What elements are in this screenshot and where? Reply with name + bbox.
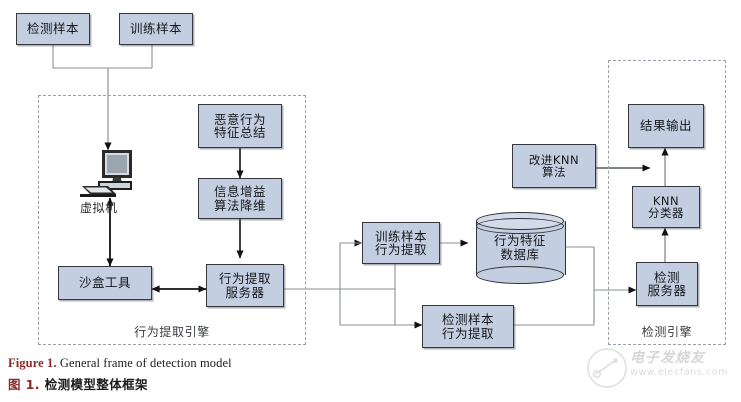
caption-chinese: 图 1. 检测模型整体框架 <box>8 374 528 393</box>
node-info-gain-reduction[interactable]: 信息增益 算法降维 <box>198 178 282 219</box>
node-result-output[interactable]: 结果输出 <box>628 104 704 148</box>
watermark-brand: 电子发烧友 <box>630 350 705 366</box>
node-train-sample[interactable]: 训练样本 <box>119 13 193 45</box>
database-label: 行为特征 数据库 <box>493 233 546 262</box>
node-behavior-extraction-server[interactable]: 行为提取 服务器 <box>206 264 284 307</box>
node-detection-server[interactable]: 检测 服务器 <box>636 262 698 306</box>
figure-caption: Figure 1. General frame of detection mod… <box>8 356 528 393</box>
node-malicious-feature-summary[interactable]: 恶意行为 特征总结 <box>198 104 282 148</box>
caption-chinese-prefix: 图 <box>8 377 21 392</box>
node-knn-classifier[interactable]: KNN 分类器 <box>632 186 700 228</box>
watermark-logo-icon <box>587 348 627 388</box>
panel-detection-engine <box>608 60 726 345</box>
panel-detection-engine-label: 检测引擎 <box>641 325 693 339</box>
node-detect-sample[interactable]: 检测样本 <box>16 13 90 45</box>
node-sandbox-tool[interactable]: 沙盒工具 <box>58 266 152 300</box>
caption-english: Figure 1. General frame of detection mod… <box>8 356 528 371</box>
watermark: 电子发烧友 www.elecfans.com <box>586 345 736 395</box>
virtual-machine-label: 虚拟机 <box>80 201 118 215</box>
virtual-machine-icon <box>80 150 132 197</box>
caption-chinese-text: 检测模型整体框架 <box>44 377 148 392</box>
caption-english-prefix: Figure 1. <box>8 356 57 370</box>
caption-english-text: General frame of detection model <box>56 356 232 370</box>
node-feature-database[interactable]: 行为特征 数据库 <box>476 212 566 284</box>
node-train-sample-extraction[interactable]: 训练样本 行为提取 <box>362 222 440 264</box>
database-bottom <box>476 266 564 284</box>
caption-chinese-num: 1. <box>25 377 40 392</box>
panel-extraction-engine-label: 行为提取引擎 <box>134 325 210 339</box>
node-detect-sample-extraction[interactable]: 检测样本 行为提取 <box>422 305 514 348</box>
node-improved-knn-algorithm[interactable]: 改进KNN 算法 <box>512 144 596 188</box>
panel-extraction-engine <box>38 95 306 345</box>
watermark-url: www.elecfans.com <box>630 367 729 378</box>
database-top-rim <box>476 218 564 234</box>
